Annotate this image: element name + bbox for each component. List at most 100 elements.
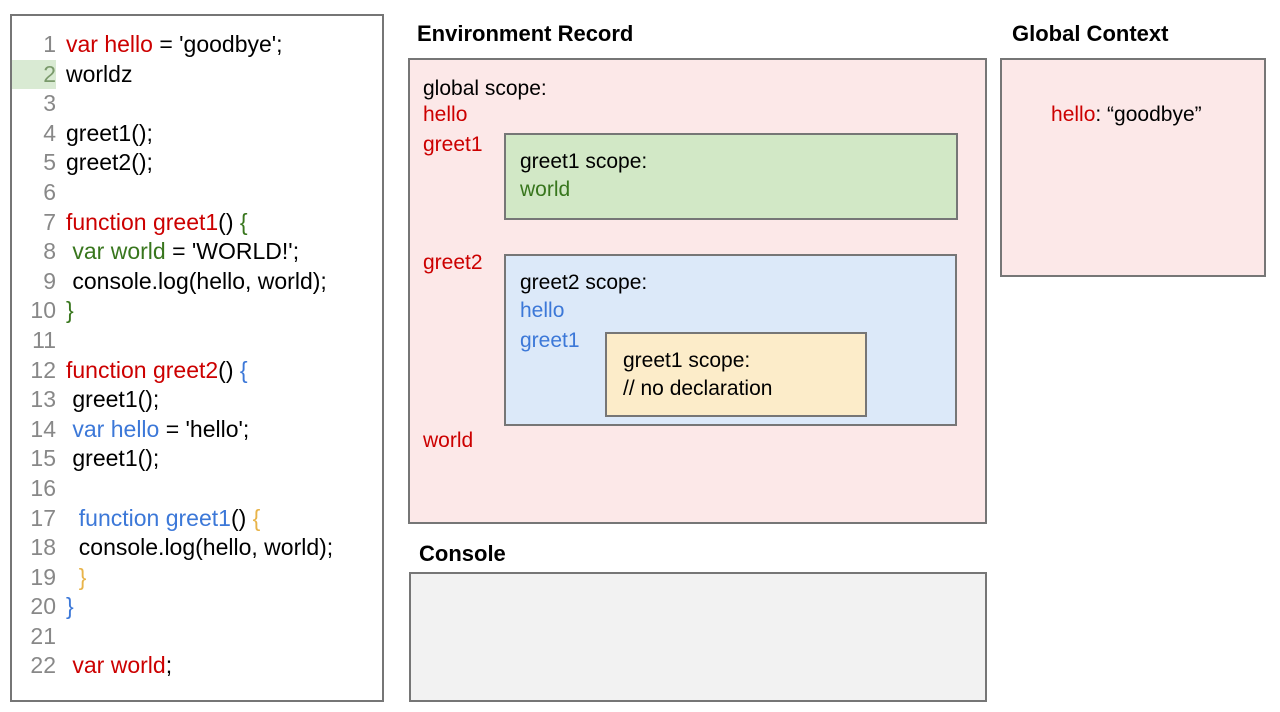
code-line-text: greet2(); bbox=[56, 148, 153, 178]
code-token: function greet2 bbox=[66, 356, 219, 383]
line-number: 7 bbox=[43, 208, 56, 235]
code-line[interactable]: 22 var world; bbox=[12, 651, 382, 681]
console-panel[interactable] bbox=[409, 572, 987, 702]
code-line[interactable]: 9 console.log(hello, world); bbox=[12, 267, 382, 297]
code-token: console.log(hello, world); bbox=[66, 267, 327, 294]
line-number: 12 bbox=[30, 356, 56, 383]
code-line[interactable]: 8 var world = 'WORLD!'; bbox=[12, 237, 382, 267]
code-line[interactable]: 3 bbox=[12, 89, 382, 119]
code-token: greet1(); bbox=[66, 445, 160, 472]
line-number: 2 bbox=[12, 59, 56, 90]
code-token: function greet1 bbox=[66, 504, 231, 531]
greet1-scope-heading: greet1 scope: bbox=[520, 150, 648, 173]
line-number: 22 bbox=[30, 652, 56, 679]
code-line[interactable]: 11 bbox=[12, 326, 382, 356]
greet2-binding-greet1: greet1 bbox=[520, 329, 580, 352]
code-line[interactable]: 14 var hello = 'hello'; bbox=[12, 415, 382, 445]
environment-record-title: Environment Record bbox=[417, 21, 634, 46]
greet1-scope-box: greet1 scope: world bbox=[504, 133, 958, 220]
code-line[interactable]: 18 console.log(hello, world); bbox=[12, 533, 382, 563]
code-line[interactable]: 13 greet1(); bbox=[12, 385, 382, 415]
code-token: var world bbox=[66, 238, 166, 265]
code-token: { bbox=[252, 504, 261, 531]
code-line-text: } bbox=[56, 592, 74, 622]
greet2-binding-hello: hello bbox=[520, 299, 565, 322]
code-line-text: worldz bbox=[56, 60, 132, 90]
console-title: Console bbox=[419, 541, 506, 566]
greet2-scope-heading: greet2 scope: bbox=[520, 271, 648, 294]
line-number: 8 bbox=[43, 238, 56, 265]
code-line[interactable]: 15 greet1(); bbox=[12, 444, 382, 474]
code-line[interactable]: 17 function greet1() { bbox=[12, 504, 382, 534]
line-number: 9 bbox=[43, 267, 56, 294]
global-context-title: Global Context bbox=[1012, 21, 1169, 46]
code-token: greet1(); bbox=[66, 119, 153, 146]
code-token: () bbox=[218, 356, 240, 383]
code-line[interactable]: 19 } bbox=[12, 563, 382, 593]
code-token: = 'goodbye'; bbox=[152, 31, 283, 57]
code-line[interactable]: 4 greet1(); bbox=[12, 119, 382, 149]
code-token: { bbox=[239, 208, 248, 235]
code-line[interactable]: 10} bbox=[12, 296, 382, 326]
code-line[interactable]: 2 worldz bbox=[12, 59, 382, 90]
code-line[interactable]: 21 bbox=[12, 622, 382, 652]
environment-record-panel: global scope: hello greet1 greet2 world … bbox=[408, 58, 987, 524]
global-context-entry-key: hello bbox=[1051, 103, 1096, 126]
global-context-panel: hello: “goodbye” bbox=[1000, 58, 1266, 277]
line-number: 14 bbox=[30, 415, 56, 442]
greet1-inner-scope-box: greet1 scope: // no declaration bbox=[605, 332, 867, 417]
code-line-text: console.log(hello, world); bbox=[56, 533, 333, 563]
code-line-text: var world; bbox=[56, 651, 172, 681]
code-line-text: console.log(hello, world); bbox=[56, 267, 327, 297]
code-token: () bbox=[230, 504, 253, 531]
code-token: = 'WORLD!'; bbox=[165, 238, 300, 265]
global-binding-greet2: greet2 bbox=[423, 251, 483, 274]
global-binding-hello: hello bbox=[423, 103, 468, 126]
code-token: } bbox=[66, 593, 74, 620]
code-token: console.log(hello, world); bbox=[66, 534, 334, 561]
code-token: greet2(); bbox=[66, 149, 153, 176]
code-line[interactable]: 20} bbox=[12, 592, 382, 622]
code-token: greet1(); bbox=[66, 386, 160, 413]
line-number: 15 bbox=[30, 445, 56, 472]
code-line-text: var world = 'WORLD!'; bbox=[56, 237, 299, 267]
line-number: 19 bbox=[30, 563, 56, 590]
code-token: ; bbox=[165, 652, 173, 679]
global-scope-heading: global scope: bbox=[423, 77, 547, 100]
greet2-scope-box: greet2 scope: hello greet1 greet1 scope:… bbox=[504, 254, 957, 426]
line-number: 4 bbox=[43, 119, 56, 146]
code-line-text: var hello = 'hello'; bbox=[56, 415, 249, 445]
line-number: 11 bbox=[32, 326, 56, 353]
code-line[interactable]: 16 bbox=[12, 474, 382, 504]
code-line-text: greet1(); bbox=[56, 385, 159, 415]
line-number: 13 bbox=[30, 386, 56, 413]
code-line-text: greet1(); bbox=[56, 444, 159, 474]
greet1-inner-scope-heading: greet1 scope: bbox=[623, 349, 751, 372]
code-token: var hello bbox=[66, 415, 160, 442]
code-token: } bbox=[66, 563, 87, 590]
code-line-text: function greet1() { bbox=[56, 504, 261, 534]
code-line-text: function greet1() { bbox=[56, 208, 248, 238]
code-token: () bbox=[218, 208, 240, 235]
code-line-text: } bbox=[56, 563, 87, 593]
global-binding-world: world bbox=[423, 429, 474, 452]
code-token: worldz bbox=[66, 60, 133, 87]
code-token: var hello bbox=[66, 31, 153, 57]
code-line[interactable]: 6 bbox=[12, 178, 382, 208]
code-line-text: greet1(); bbox=[56, 119, 153, 149]
global-context-entry: hello: “goodbye” bbox=[1016, 76, 1202, 154]
line-number: 16 bbox=[30, 474, 56, 501]
code-token: = 'hello'; bbox=[159, 415, 250, 442]
line-number: 18 bbox=[30, 534, 56, 561]
line-number: 6 bbox=[43, 178, 56, 205]
greet1-binding-world: world bbox=[520, 178, 571, 201]
line-number: 10 bbox=[30, 297, 56, 324]
greet1-inner-scope-note: // no declaration bbox=[623, 377, 773, 400]
